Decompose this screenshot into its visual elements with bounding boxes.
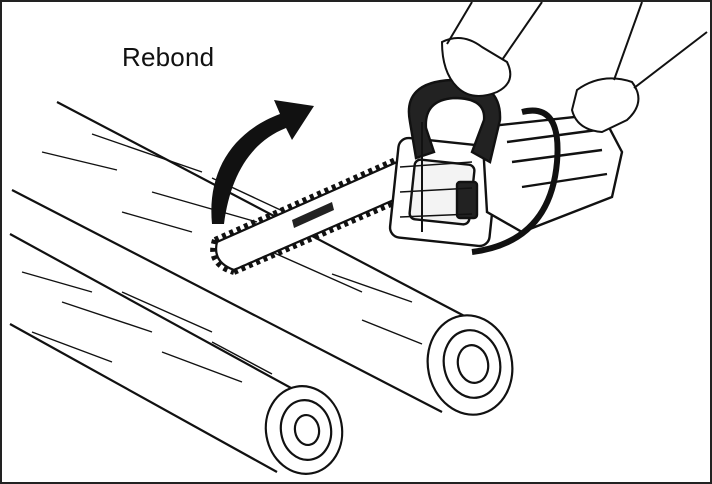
rebound-label: Rebond	[122, 42, 215, 72]
operator-hands	[440, 2, 708, 134]
chainsaw-bar	[210, 156, 416, 275]
back-log	[11, 101, 514, 416]
chainsaw-body	[388, 78, 624, 255]
front-log	[9, 233, 344, 475]
rebound-arrow-icon	[211, 100, 314, 224]
